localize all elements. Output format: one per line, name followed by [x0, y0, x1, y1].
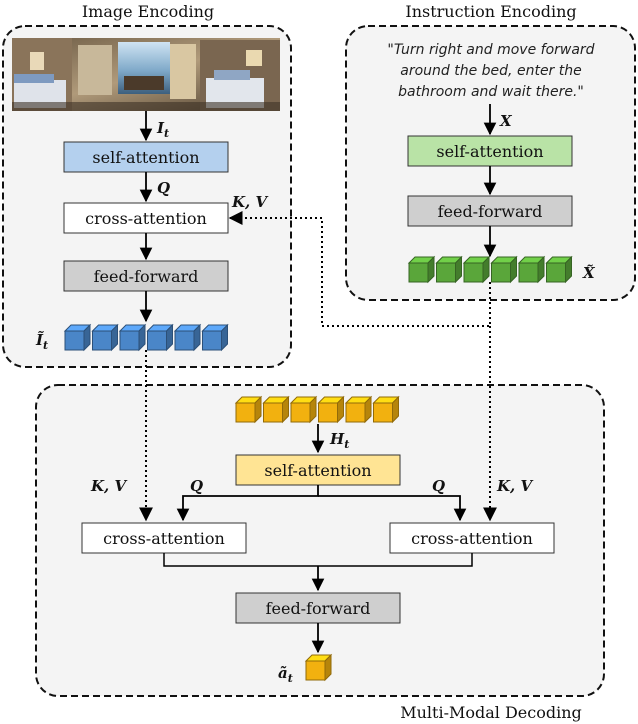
symbol-Q-dec-right: Q	[432, 477, 445, 495]
instruction-feature-cubes	[407, 255, 573, 284]
instruction-feature-cube-2	[435, 255, 463, 284]
dec-feed-forward-label: feed-forward	[266, 599, 371, 618]
history-cube-1	[234, 395, 263, 424]
dec-cross-attention-right-label: cross-attention	[411, 529, 533, 548]
dec-feed-forward-block: feed-forward	[235, 592, 401, 624]
symbol-X-tilde: X̃	[582, 264, 596, 282]
image-feature-cube-6	[201, 323, 229, 352]
image-encoding-title: Image Encoding	[82, 2, 214, 21]
dec-self-attention-label: self-attention	[264, 461, 371, 480]
dec-cross-attention-right-block: cross-attention	[389, 522, 555, 554]
instruction-feature-cube-5	[517, 255, 546, 284]
symbol-KV-dec-right: K, V	[496, 477, 533, 495]
image-feature-cube-3	[118, 323, 147, 352]
ins-self-attention-label: self-attention	[436, 142, 543, 161]
action-cube	[304, 653, 333, 682]
image-feature-cube-2	[91, 323, 119, 352]
symbol-I-t: It	[156, 119, 169, 140]
img-cross-attention-label: cross-attention	[85, 209, 207, 228]
img-cross-attention-block: cross-attention	[63, 202, 229, 234]
arrow-dec-selfattn-to-cross-right	[318, 495, 467, 522]
img-feed-forward-block: feed-forward	[63, 260, 229, 292]
instruction-quote-line-3: bathroom and wait there."	[398, 84, 584, 100]
dotted-instruction-to-image-crossattn	[228, 211, 491, 327]
symbol-X: X	[499, 112, 513, 130]
symbol-H-t: Ht	[329, 430, 349, 451]
instruction-feature-cube-6	[545, 255, 573, 284]
image-feature-cube-4	[146, 323, 174, 352]
history-cube-4	[317, 395, 345, 424]
instruction-quote-line-2: around the bed, enter the	[400, 63, 581, 79]
image-feature-cube-1	[63, 323, 92, 352]
symbol-KV-dec-left: K, V	[90, 477, 127, 495]
history-cubes	[234, 395, 400, 424]
panorama-image	[12, 38, 280, 111]
multimodal-decoding-panel	[35, 384, 605, 697]
ins-feed-forward-block: feed-forward	[407, 195, 573, 227]
instruction-feature-cube-1	[407, 255, 436, 284]
dec-cross-attention-left-block: cross-attention	[81, 522, 247, 554]
dec-cross-attention-left-label: cross-attention	[103, 529, 225, 548]
history-cube-2	[262, 395, 290, 424]
image-feature-cubes	[63, 323, 229, 352]
ins-self-attention-block: self-attention	[407, 135, 573, 167]
symbol-I-tilde-t: Ĩt	[35, 330, 48, 352]
img-self-attention-label: self-attention	[92, 148, 199, 167]
image-feature-cube-5	[173, 323, 202, 352]
history-cube-3	[289, 395, 318, 424]
ins-feed-forward-label: feed-forward	[438, 202, 543, 221]
arrow-dec-selfattn-to-cross-left	[176, 485, 319, 522]
instruction-feature-cube-4	[490, 255, 518, 284]
img-self-attention-block: self-attention	[63, 141, 229, 173]
symbol-a-tilde-t: ãt	[278, 664, 293, 685]
dec-self-attention-block: self-attention	[235, 454, 401, 486]
action-cube-1	[304, 653, 333, 682]
history-cube-6	[372, 395, 400, 424]
symbol-Q-image: Q	[157, 179, 170, 197]
img-feed-forward-label: feed-forward	[94, 267, 199, 286]
instruction-feature-cube-3	[462, 255, 491, 284]
symbol-Q-dec-left: Q	[190, 477, 203, 495]
history-cube-5	[344, 395, 373, 424]
multimodal-decoding-title: Multi-Modal Decoding	[400, 703, 582, 722]
symbol-KV-image: K, V	[231, 193, 268, 211]
instruction-quote-line-1: "Turn right and move forward	[387, 42, 594, 58]
instruction-encoding-title: Instruction Encoding	[405, 2, 576, 21]
